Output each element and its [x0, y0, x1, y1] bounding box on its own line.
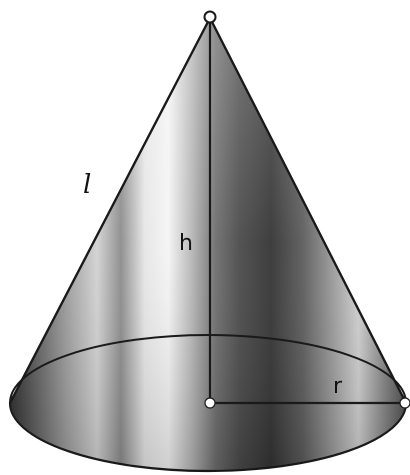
- center-point: [204, 397, 216, 409]
- height-label: h: [179, 231, 193, 256]
- radius-label: r: [333, 374, 343, 399]
- apex-point: [203, 10, 217, 24]
- cone-surface-shade: [10, 18, 406, 471]
- slant-height-label: l: [83, 170, 91, 200]
- slant-edge-right: [209, 17, 407, 404]
- slant-edge-left: [9, 17, 211, 404]
- base-ellipse-back: [9, 334, 407, 404]
- edge-point: [399, 397, 410, 409]
